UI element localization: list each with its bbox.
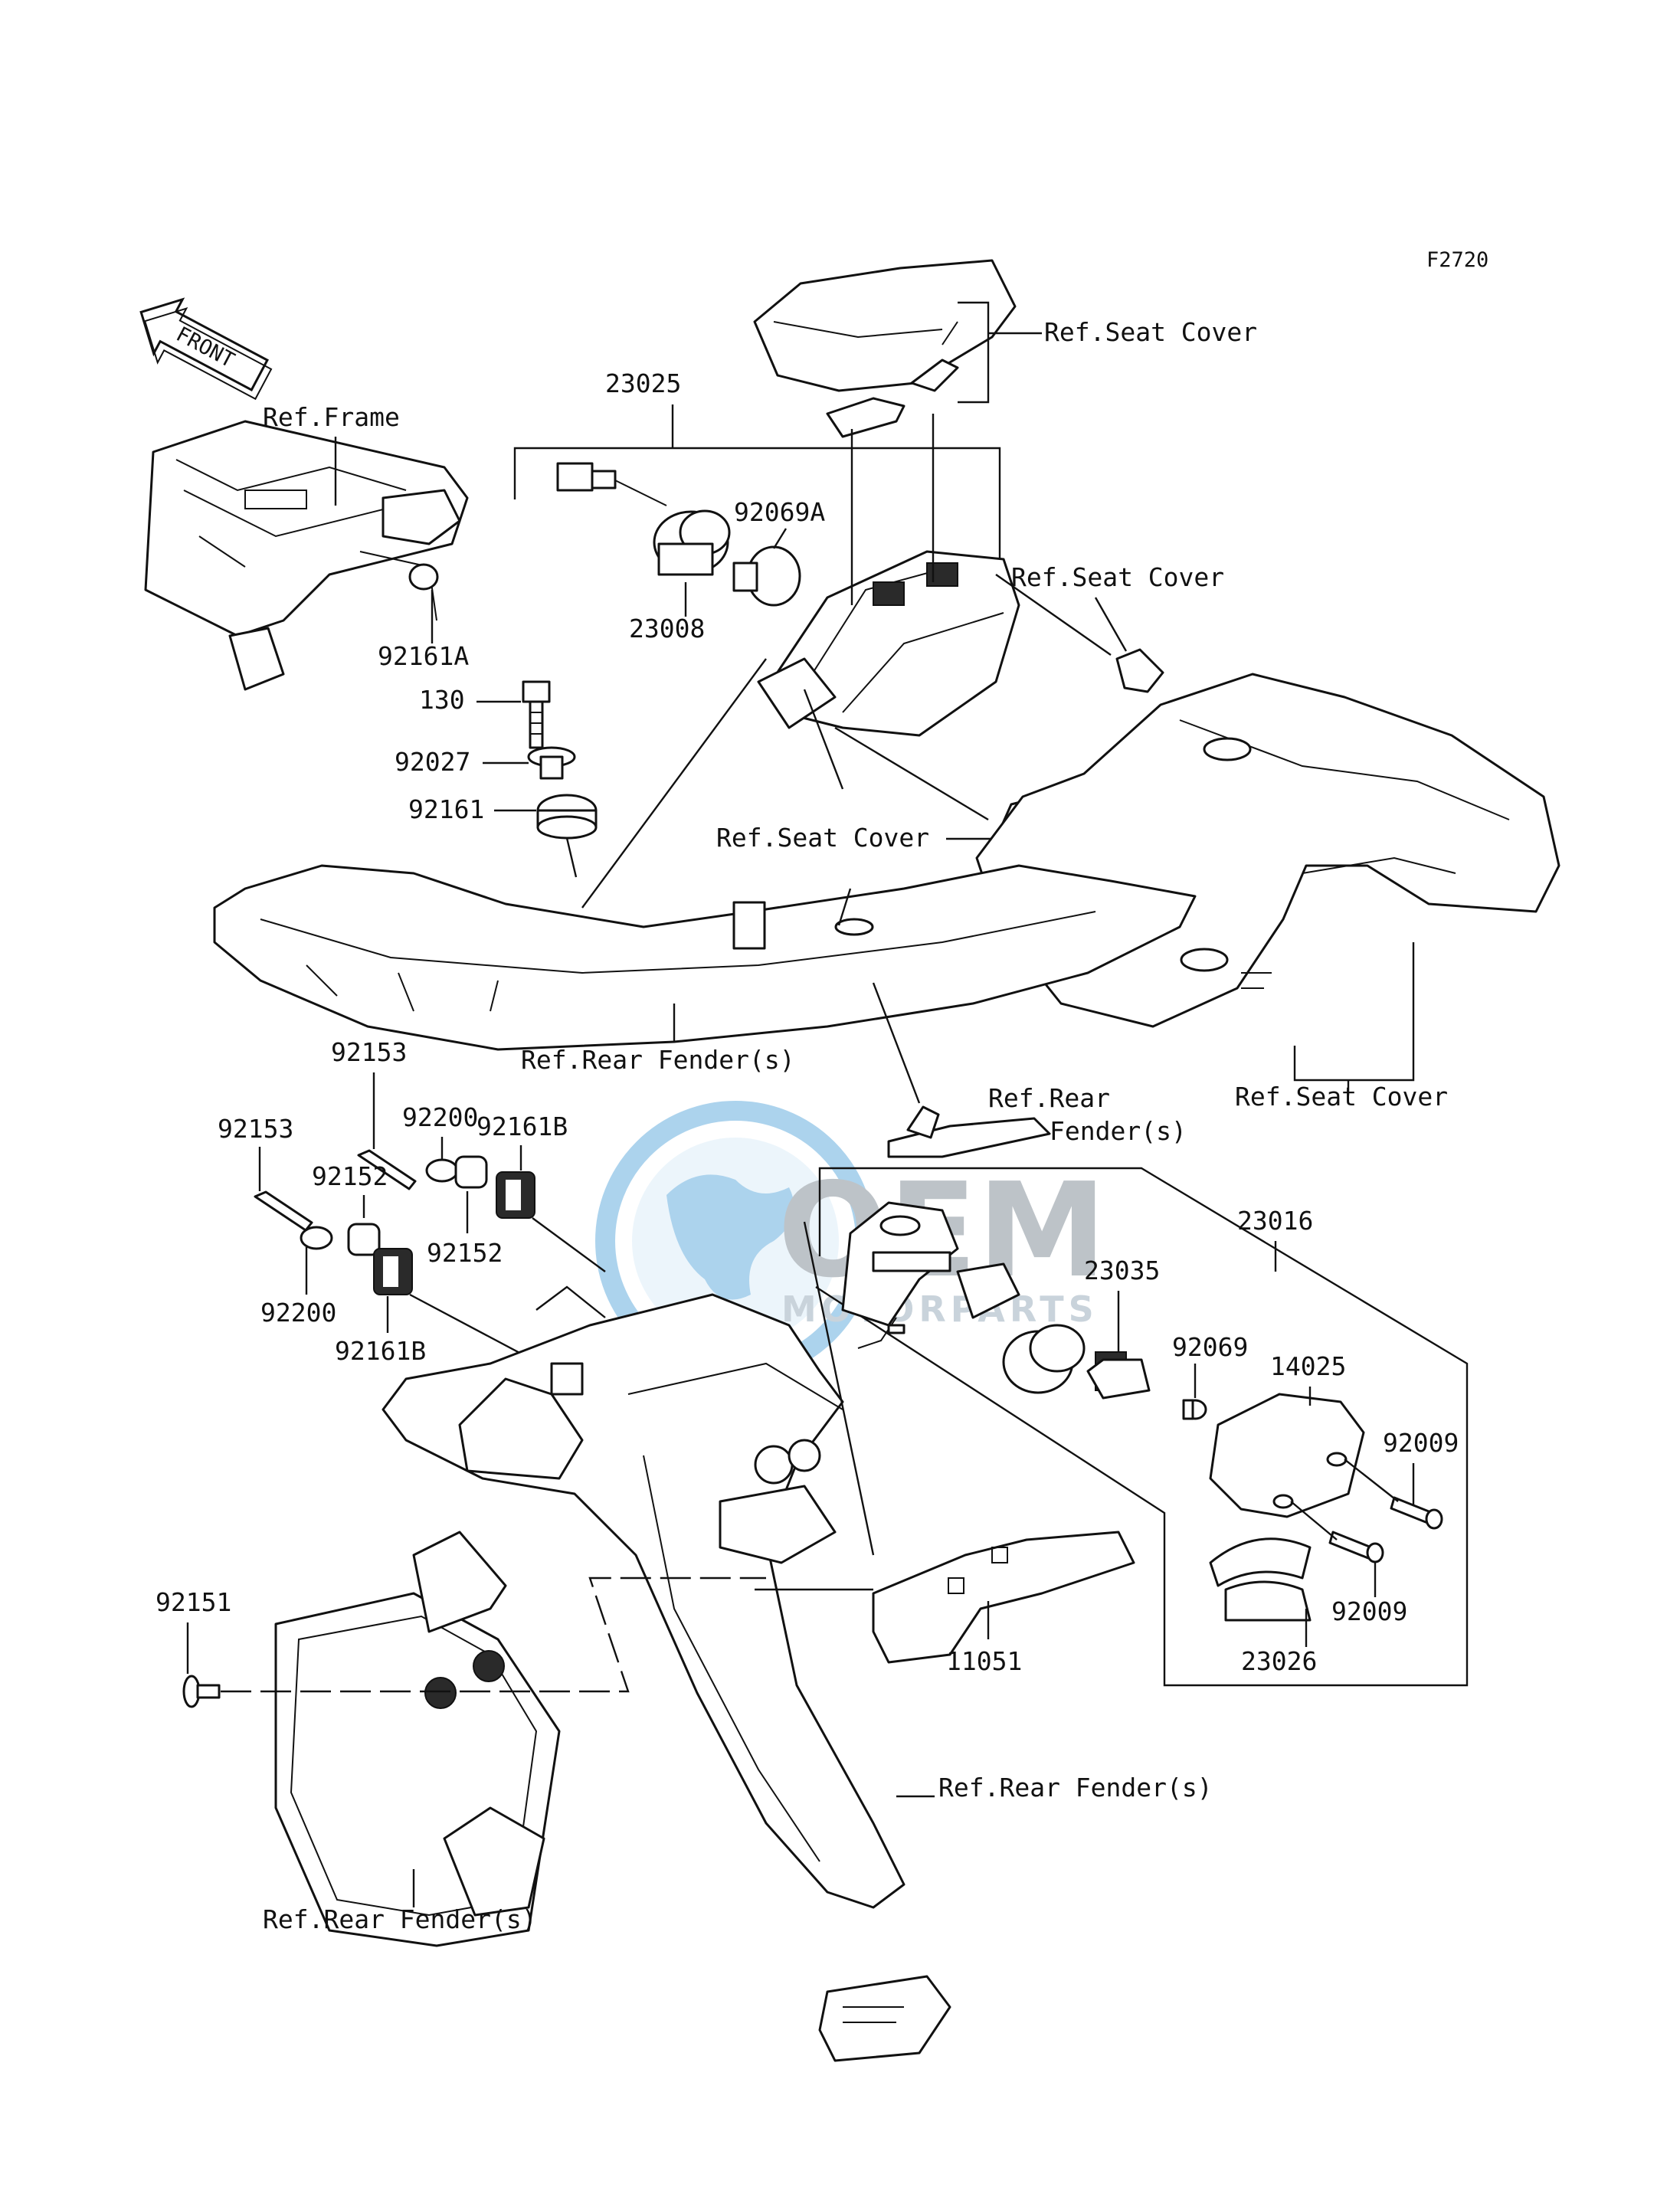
- label-ref-rear-fender-bottom: Ref.Rear Fender(s): [263, 1904, 537, 1934]
- license-bracket-11051: [872, 1531, 1135, 1664]
- taillight-housing: [757, 550, 1020, 737]
- label-92161: 92161: [408, 794, 484, 824]
- socket-23035: [1002, 1324, 1151, 1400]
- label-23035: 23035: [1084, 1256, 1160, 1285]
- washer-92200-b: [300, 1226, 333, 1250]
- label-92161b-b: 92161B: [335, 1336, 426, 1366]
- bolt-92151: [182, 1675, 221, 1708]
- lens-14025: [1209, 1393, 1365, 1518]
- screw-92009-b: [1328, 1531, 1384, 1563]
- label-ref-rear-fender-bracket-2: Fender(s): [1050, 1116, 1187, 1146]
- diagram-code: F2720: [1426, 248, 1488, 272]
- label-130: 130: [419, 685, 465, 715]
- label-23025: 23025: [605, 368, 681, 398]
- label-92152-b: 92152: [312, 1161, 388, 1191]
- label-ref-seat-cover-bottom: Ref.Seat Cover: [1235, 1082, 1448, 1112]
- bulb-92069: [1182, 1399, 1207, 1420]
- label-92152-a: 92152: [427, 1238, 503, 1268]
- label-92069: 92069: [1172, 1332, 1248, 1362]
- oem-motorparts-watermark: OEM MOTORPARTS: [595, 1101, 1107, 1381]
- collar-92152-b: [347, 1223, 381, 1256]
- label-ref-rear-fender-lower: Ref.Rear Fender(s): [938, 1773, 1213, 1802]
- bulb-92069a: [732, 545, 801, 607]
- label-11051: 11051: [946, 1646, 1022, 1676]
- bolt-130: [522, 680, 551, 749]
- grommet-92161: [536, 794, 598, 840]
- front-arrow-icon: FRONT: [139, 297, 273, 401]
- collar-92027: [527, 746, 576, 780]
- watermark-sub: MOTORPARTS: [781, 1288, 1099, 1330]
- label-ref-rear-fender-main: Ref.Rear Fender(s): [521, 1045, 795, 1075]
- label-ref-seat-cover-mid: Ref.Seat Cover: [1011, 562, 1224, 592]
- grommet-92161b-a: [496, 1171, 535, 1219]
- label-23026: 23026: [1241, 1646, 1317, 1676]
- collar-92152-a: [454, 1155, 488, 1189]
- rear-fender-lower: [382, 1293, 951, 2062]
- label-92153-a: 92153: [331, 1037, 407, 1067]
- screw-92153-a: [357, 1149, 417, 1190]
- screw-92153-b: [254, 1190, 313, 1232]
- label-92069a: 92069A: [734, 497, 825, 527]
- rear-fender-main: [213, 864, 1197, 1051]
- grommet-seat-mid: [1115, 648, 1164, 693]
- label-92009-b: 92009: [1331, 1596, 1407, 1626]
- frame-part: [144, 420, 469, 691]
- taillight-housing-inner: [841, 1201, 1020, 1349]
- label-ref-seat-cover-center: Ref.Seat Cover: [716, 823, 929, 853]
- label-92161b-a: 92161B: [476, 1112, 568, 1141]
- washer-92200-a: [425, 1158, 459, 1183]
- screw-92009-a: [1390, 1496, 1443, 1530]
- seat-cover-top-part: [753, 259, 1017, 438]
- label-92161a: 92161A: [378, 641, 469, 671]
- fender-bracket: [887, 1105, 1051, 1158]
- label-92151: 92151: [156, 1587, 231, 1617]
- label-14025: 14025: [1270, 1351, 1346, 1381]
- label-92009-a: 92009: [1383, 1428, 1459, 1458]
- mud-flap: [274, 1531, 561, 1947]
- label-23008: 23008: [629, 614, 705, 643]
- label-23016: 23016: [1237, 1206, 1313, 1236]
- label-ref-frame: Ref.Frame: [263, 402, 400, 432]
- label-ref-rear-fender-bracket-1: Ref.Rear: [988, 1083, 1110, 1113]
- label-ref-seat-cover-top: Ref.Seat Cover: [1044, 317, 1257, 347]
- socket-23008: [556, 462, 731, 576]
- lens-cover-23026: [1209, 1537, 1312, 1622]
- label-92200-b: 92200: [260, 1298, 336, 1328]
- label-92027: 92027: [395, 747, 470, 777]
- label-92153-b: 92153: [218, 1114, 293, 1144]
- grommet-92161b-b: [373, 1248, 413, 1295]
- label-92200-a: 92200: [402, 1102, 478, 1132]
